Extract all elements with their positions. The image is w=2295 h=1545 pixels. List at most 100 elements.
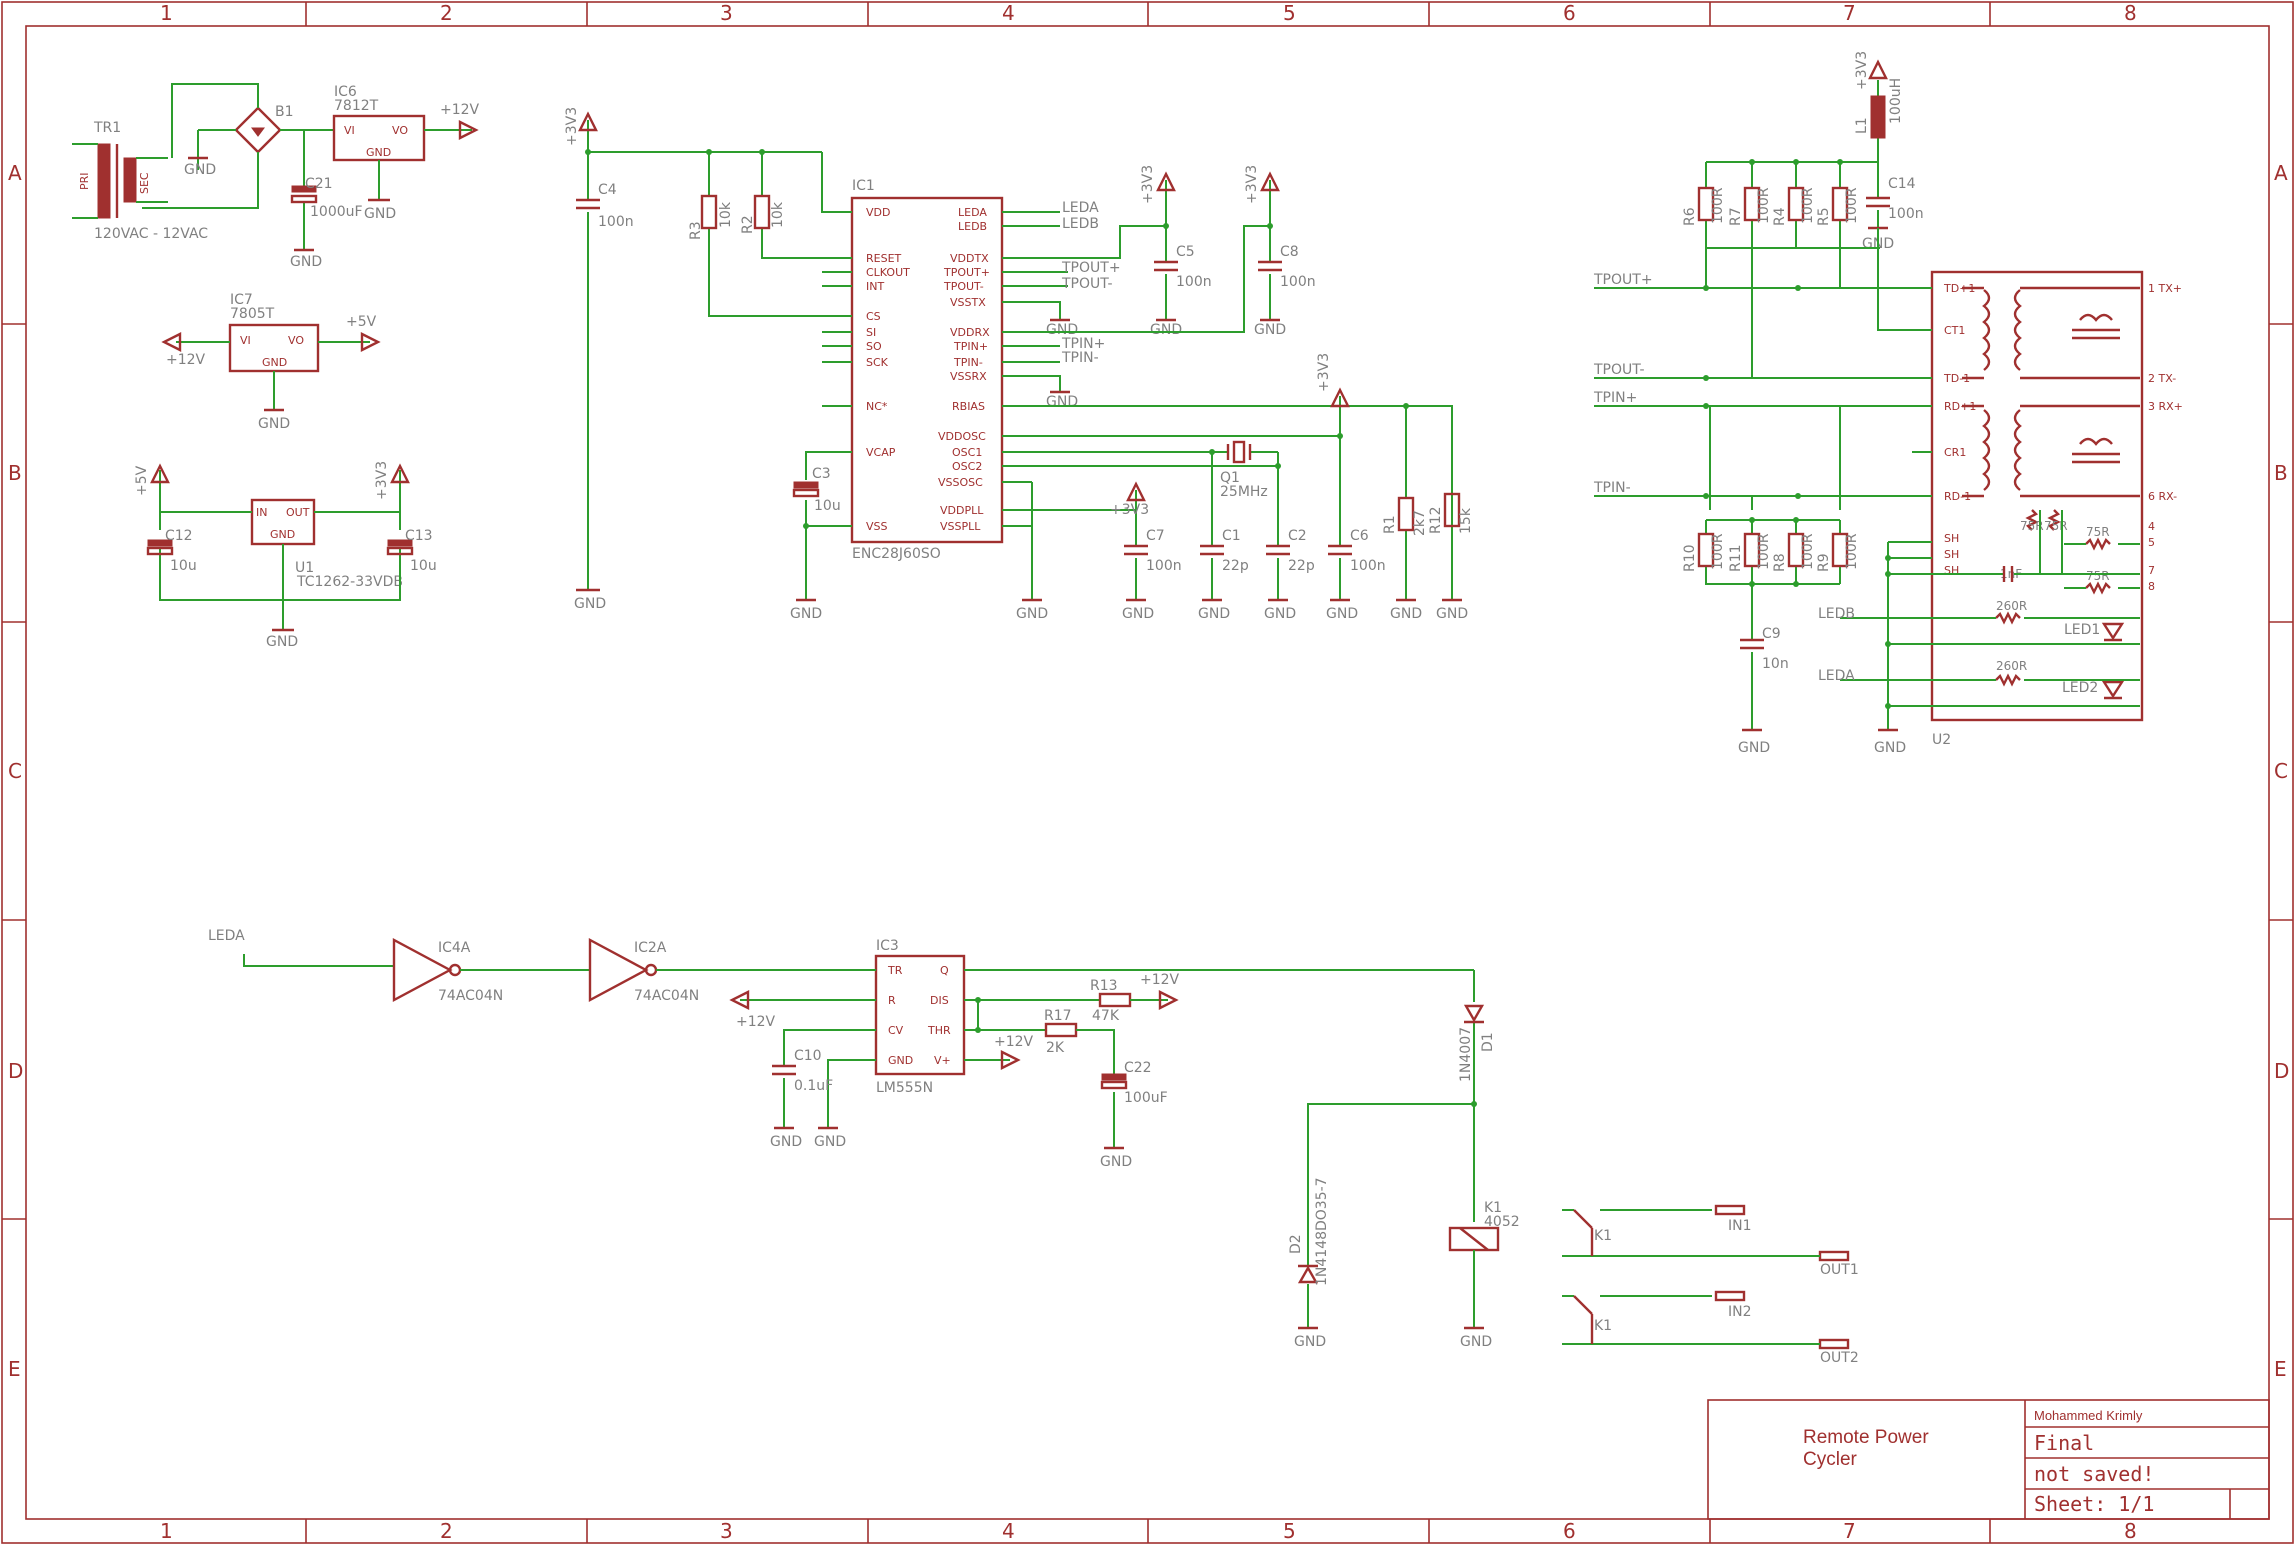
ic1-pin-ledb: LEDB [958,220,987,233]
u2-pin-tx-p: 1 TX+ [2148,282,2182,295]
r11-ref: R11 [1728,544,1744,572]
ic1-pin-vsspll: VSSPLL [940,520,981,533]
status-final: Final [2034,1431,2094,1455]
frame-col-4-bottom: 4 [1002,1519,1015,1543]
ic1-pin-vddpll: VDDPLL [940,504,984,517]
c1-gnd: GND [1198,606,1230,622]
c4-vcc: +3V3 [564,107,580,146]
ic3-gnd: GND [814,1134,846,1150]
r17-value: 2K [1046,1040,1065,1056]
u2-r-internal-1: 75R [2020,519,2044,533]
frame-row-c-right: C [2274,759,2288,783]
ic7-in-net: +12V [166,352,206,368]
d1-ref: D1 [1480,1032,1496,1052]
ic1-enc28j60: IC1 ENC28J60SO VDD RESET CLKOUT INT CS S… [790,178,1121,622]
diode-d1: D1 1N4007 [1307,970,1496,1260]
frame-col-2: 2 [440,1,453,25]
saved-status: not saved! [2034,1462,2154,1486]
frame-col-1-bottom: 1 [160,1519,173,1543]
ic1-value: ENC28J60SO [852,546,941,562]
c2-gnd: GND [1264,606,1296,622]
c7-ref: C7 [1146,528,1165,544]
timing-network: R13 47K +12V R17 2K C22 100uF GND [1044,972,1180,1170]
c14-ref: C14 [1888,176,1916,192]
c13-value: 10u [410,558,437,574]
ic1-pin-int: INT [866,280,884,293]
title-block: Remote Power Cycler Mohammed Krimly Fina… [1707,1399,2270,1520]
tr1-sec-label: SEC [138,172,151,194]
gnd-symbol-b1: GND [184,140,216,178]
u2-pin-rx-p: 3 RX+ [2148,400,2183,413]
r12-gnd: GND [1436,606,1468,622]
frame-row-d: D [8,1059,23,1083]
vddosc-c6: +3V3 C6 100n GND [1032,353,1386,622]
out2-label: OUT2 [1820,1350,1859,1366]
ic1-pin-osc2: OSC2 [952,460,982,473]
regulator-ic6: VI VO GND IC6 7812T GND +12V [332,84,480,222]
ic1-net-tpin-m: TPIN- [1061,350,1099,366]
ic1-pin-vddosc: VDDOSC [938,430,986,443]
u1-ref: U1 [295,560,314,576]
ic3-vcc-left: +12V [736,1014,776,1030]
frame-row-b: B [8,461,22,485]
c22-gnd: GND [1100,1154,1132,1170]
gnd-label-b1: GND [184,162,216,178]
ic1-ref: IC1 [852,178,875,194]
frame-col-6: 6 [1563,1,1576,25]
u1-in: IN [256,506,267,519]
frame-col-8-bottom: 8 [2124,1519,2137,1543]
ic1-pin-vssrx: VSSRX [950,370,987,383]
out1-label: OUT1 [1820,1262,1859,1278]
transformer-tr1: PRI SEC TR1 120VAC - 12VAC [72,120,208,242]
c14-value: 100n [1888,206,1924,222]
r9-ref: R9 [1816,553,1832,572]
tr1-ref: TR1 [93,120,121,136]
frame-col-4: 4 [1002,1,1015,25]
u2-r-internal-3: 75R [2086,525,2110,539]
ic6-vo: VO [392,124,408,137]
frame-col-1: 1 [160,1,173,25]
c3-ref: C3 [812,466,831,482]
r8-ref: R8 [1772,553,1788,572]
frame-col-8: 8 [2124,1,2137,25]
ic1-net-tpin-p: TPIN+ [1061,336,1105,352]
resistor-r3: R3 10k [588,149,852,317]
u2-r-internal-4: 75R [2086,569,2110,583]
ic1-gnd-pll: GND [1016,606,1048,622]
c22-ref: C22 [1124,1060,1152,1076]
title-line2: Cycler [1803,1449,1858,1470]
u2-net-tpout-p: TPOUT+ [1593,272,1653,288]
ic3-pin-cv: CV [888,1024,904,1037]
ic3-pin-r: R [888,994,896,1007]
d1-value: 1N4007 [1458,1027,1474,1082]
u2-pin-sh2: SH [1944,548,1959,561]
ic1-pin-osc1: OSC1 [952,446,982,459]
rx-termination: R10 100R R11 100R R8 100R R9 100R C9 10n… [1682,517,1860,756]
c12-value: 10u [170,558,197,574]
d2-gnd: GND [1294,1334,1326,1350]
c6-vcc: +3V3 [1316,353,1332,392]
r10-ref: R10 [1682,544,1698,572]
q1-value: 25MHz [1220,484,1268,500]
u1-value: TC1262-33VDB [296,574,403,590]
c1-value: 22p [1222,558,1249,574]
ic3-pin-tr: TR [887,964,903,977]
u2-pin-sh1: SH [1944,532,1959,545]
u2-pin-rd-p: RD+1 [1944,400,1976,413]
c7-vcc: +3V3 [1110,502,1149,518]
ic1-pin-nc: NC* [866,400,888,413]
r2-ref: R2 [740,215,756,234]
capacitor-c8: C8 100n +3V3 GND [1032,165,1316,338]
ic1-pin-si: SI [866,326,876,339]
c4-value: 100n [598,214,634,230]
l1-vcc: +3V3 [1854,51,1870,90]
c5-gnd: GND [1150,322,1182,338]
r7-value: 100R [1756,187,1772,224]
r12-value: 15k [1458,507,1474,534]
r3-value: 10k [718,201,734,228]
r6-value: 100R [1710,187,1726,224]
u2-r-internal-2: 75R [2044,519,2068,533]
frame-col-5: 5 [1283,1,1296,25]
c10-value: 0.1uF [794,1078,833,1094]
